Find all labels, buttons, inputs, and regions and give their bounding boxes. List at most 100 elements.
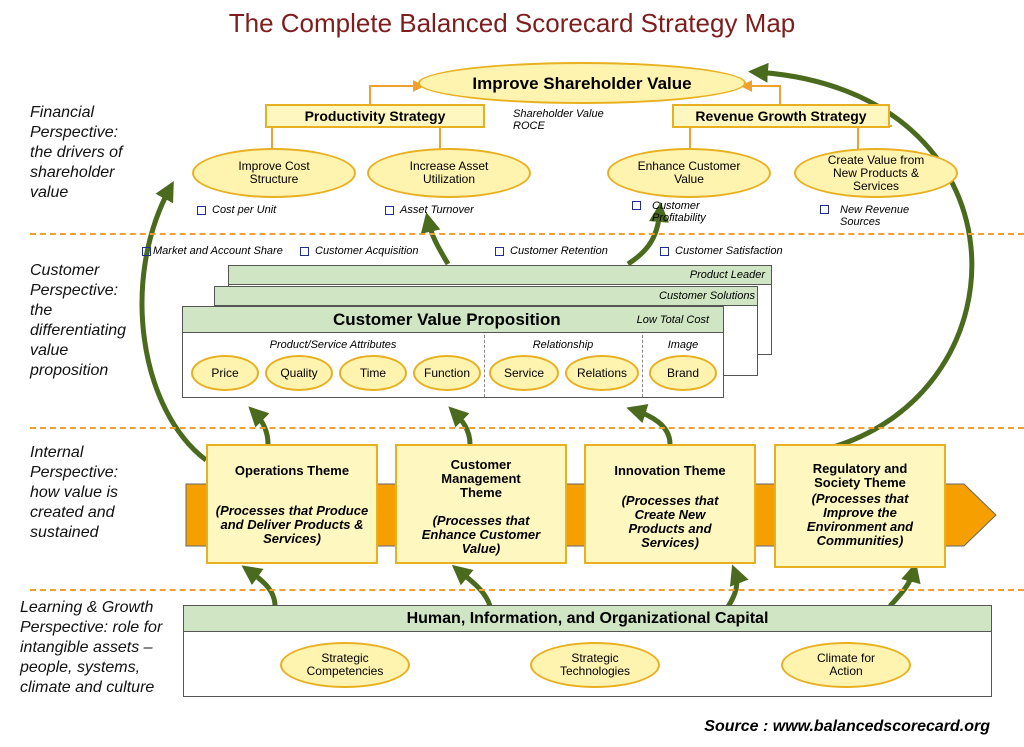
checkbox-icon	[385, 205, 394, 215]
strategic-technologies-oval: Strategic Technologies	[530, 642, 660, 688]
measure-text: Customer Acquisition	[315, 245, 419, 257]
customer-value-proposition-card: Customer Value Proposition Low Total Cos…	[182, 306, 724, 398]
internal-label-line: sustained	[30, 524, 99, 541]
attribute-relations: Relations	[565, 355, 639, 391]
attribute-function: Function	[413, 355, 481, 391]
revenue-growth-strategy-box: Revenue Growth Strategy	[672, 104, 890, 128]
connector-productivity-top	[369, 80, 425, 105]
divider-internal-learning	[30, 589, 1024, 591]
checkbox-icon	[300, 246, 309, 256]
attribute-time: Time	[339, 355, 407, 391]
customer-label-line: proposition	[30, 362, 109, 379]
create-value-oval: Create Value from New Products & Service…	[794, 148, 958, 198]
customer-perspective-label: Customer Perspective: the differentiatin…	[30, 261, 160, 381]
group-product-attributes: Product/Service Attributes	[269, 339, 397, 351]
kpi-cost-per-unit: Cost per Unit	[197, 204, 276, 216]
measure-customer-retention: Customer Retention	[495, 245, 608, 257]
improve-shareholder-value-text: Improve Shareholder Value	[472, 73, 692, 93]
strategic-competencies-oval: Strategic Competencies	[280, 642, 410, 688]
measure-text: Customer Retention	[510, 245, 608, 257]
improve-cost-structure-text: Improve Cost Structure	[238, 159, 310, 186]
operations-theme-box: Operations Theme (Processes that Produce…	[206, 444, 378, 564]
connector-create	[857, 125, 892, 150]
improve-cost-structure-oval: Improve Cost Structure	[192, 148, 356, 198]
learning-perspective-label: Learning & Growth Perspective: role for …	[20, 598, 185, 698]
strategic-technologies-text: Strategic Technologies	[559, 651, 631, 678]
internal-label-line: created and	[30, 504, 115, 521]
financial-measures: Shareholder Value ROCE	[513, 108, 623, 132]
cvp-header: Customer Value Proposition Low Total Cos…	[182, 306, 724, 333]
group-divider	[484, 335, 485, 397]
increase-asset-utilization-oval: Increase Asset Utilization	[367, 148, 531, 198]
checkbox-icon	[632, 201, 641, 210]
kpi-text: Cost per Unit	[212, 204, 277, 216]
innovation-theme-box: Innovation Theme (Processes that Create …	[584, 444, 756, 564]
operations-theme-desc: (Processes that Produce and Deliver Prod…	[215, 503, 369, 546]
customer-management-theme-desc: (Processes that Enhance Customer Value)	[421, 513, 541, 556]
divider-customer-internal	[30, 427, 1024, 429]
learning-label-line: climate and culture	[20, 679, 155, 696]
regulatory-society-theme-box: Regulatory and Society Theme (Processes …	[774, 444, 946, 568]
capital-card: Human, Information, and Organizational C…	[183, 605, 992, 697]
checkbox-icon	[197, 205, 206, 215]
enhance-customer-value-oval: Enhance Customer Value	[607, 148, 771, 198]
innovation-theme-name: Innovation Theme	[614, 463, 726, 478]
product-leader-header: Product Leader	[228, 265, 772, 285]
internal-perspective-label: Internal Perspective: how value is creat…	[30, 443, 160, 543]
climate-for-action-oval: Climate for Action	[781, 642, 911, 688]
arrow-reg-to-top	[748, 62, 975, 451]
financial-perspective-label: Financial Perspective: the drivers of sh…	[30, 103, 160, 203]
customer-solutions-header: Customer Solutions	[214, 286, 758, 306]
arrow-cap-to-cm	[451, 564, 493, 607]
innovation-theme-desc: (Processes that Create New Products and …	[621, 493, 719, 550]
divider-financial-customer	[30, 233, 1024, 235]
checkbox-icon	[142, 246, 151, 256]
customer-label-line: Perspective:	[30, 282, 119, 299]
learning-label-line: people, systems,	[20, 659, 141, 676]
arrow-cap-to-ops	[241, 565, 278, 607]
kpi-text: Customer Profitability	[652, 200, 706, 224]
financial-label-line: Financial	[30, 104, 95, 121]
kpi-customer-profitability: Customer Profitability	[632, 200, 722, 224]
customer-solutions-text: Customer Solutions	[659, 290, 755, 302]
attribute-price: Price	[191, 355, 259, 391]
improve-shareholder-value-oval: Improve Shareholder Value	[418, 62, 746, 104]
connector-enhance	[675, 125, 691, 150]
connector-costs	[271, 125, 285, 150]
connector-asset	[439, 125, 455, 150]
customer-management-theme-name: Customer Management Theme	[441, 457, 521, 500]
attribute-text: Function	[423, 365, 471, 380]
arrow-innov-up	[626, 404, 673, 445]
revenue-growth-strategy-text: Revenue Growth Strategy	[695, 108, 867, 124]
productivity-strategy-text: Productivity Strategy	[304, 108, 446, 124]
measure-shareholder-value: Shareholder Value	[513, 108, 604, 120]
group-divider	[642, 335, 643, 397]
attribute-quality: Quality	[265, 355, 333, 391]
measure-text: Market and Account Share	[153, 245, 283, 257]
learning-label-line: Perspective: role for	[20, 619, 163, 636]
arrow-ops-to-finance	[139, 180, 208, 462]
measure-customer-satisfaction: Customer Satisfaction	[660, 245, 783, 257]
kpi-text: Asset Turnover	[400, 204, 474, 216]
product-leader-text: Product Leader	[689, 269, 765, 281]
strategic-competencies-text: Strategic Competencies	[306, 651, 384, 678]
arrow-cm-up	[448, 406, 473, 445]
attribute-text: Time	[359, 365, 387, 380]
climate-for-action-text: Climate for Action	[816, 651, 875, 678]
attribute-text: Relations	[576, 365, 628, 380]
financial-label-line: the drivers of	[30, 144, 123, 161]
measure-roce: ROCE	[513, 120, 545, 132]
learning-label-line: intangible assets –	[20, 639, 153, 656]
financial-label-line: Perspective:	[30, 124, 119, 141]
customer-management-theme-box: Customer Management Theme (Processes tha…	[395, 444, 567, 564]
financial-label-line: value	[30, 184, 69, 201]
attribute-text: Brand	[666, 365, 700, 380]
enhance-customer-value-text: Enhance Customer Value	[637, 159, 741, 186]
financial-label-line: shareholder	[30, 164, 115, 181]
kpi-new-revenue-sources: New Revenue Sources	[820, 204, 920, 228]
regulatory-society-theme-desc: (Processes that Improve the Environment …	[806, 491, 914, 548]
page-title: The Complete Balanced Scorecard Strategy…	[228, 8, 796, 38]
create-value-text: Create Value from New Products & Service…	[827, 152, 925, 193]
group-image: Image	[667, 339, 699, 351]
customer-label-line: differentiating	[30, 322, 127, 339]
